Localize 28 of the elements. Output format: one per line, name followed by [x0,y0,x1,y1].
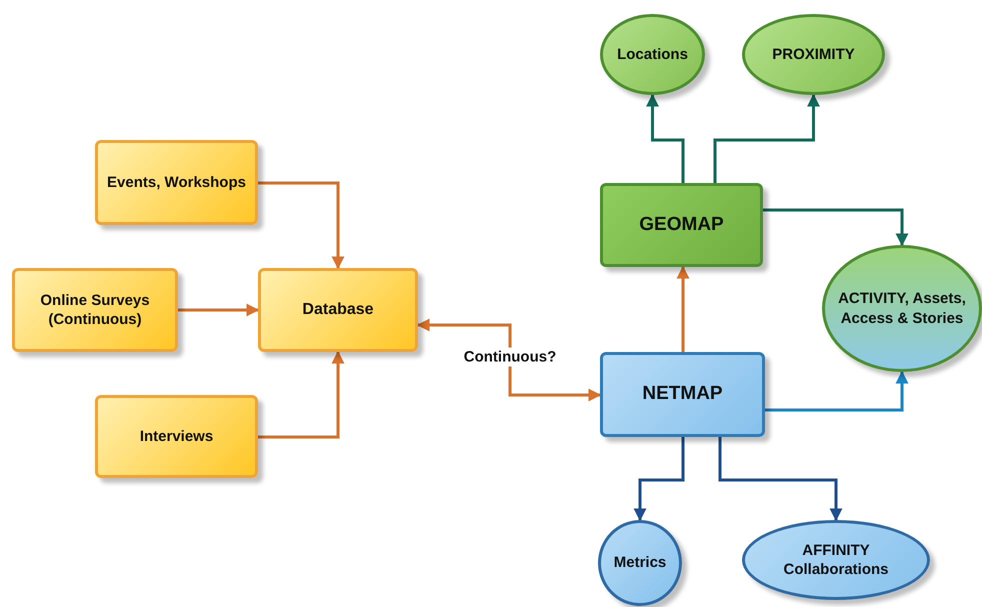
node-label: Metrics [614,553,666,573]
arrow [763,208,908,246]
arrow [765,370,908,412]
arrow [676,266,690,352]
node-label: Locations [617,44,688,64]
arrow [416,318,602,402]
arrow [258,182,344,270]
node-label: Database [302,300,374,320]
node-label: GEOMAP [639,212,724,237]
process-box [600,183,763,267]
process-box [600,352,765,437]
node-label: ACTIVITY, Assets, Access & Stories [837,289,967,328]
process-box [95,395,258,478]
node-label: AFFINITY Collaborations [782,540,890,580]
node-label: NETMAP [642,382,723,406]
process-box [95,140,258,225]
arrow [714,94,820,183]
node-label: Online Surveys (Continuous) [39,290,151,330]
node-label: Interviews [140,426,214,446]
node-label: PROXIMITY [772,44,855,64]
arrow [178,304,260,316]
node-label: Events, Workshops [107,172,246,192]
process-box [258,268,418,352]
arrow [634,437,684,522]
arrow [258,350,344,438]
arrow [718,437,842,522]
process-box [12,268,178,352]
arrow [646,94,684,183]
